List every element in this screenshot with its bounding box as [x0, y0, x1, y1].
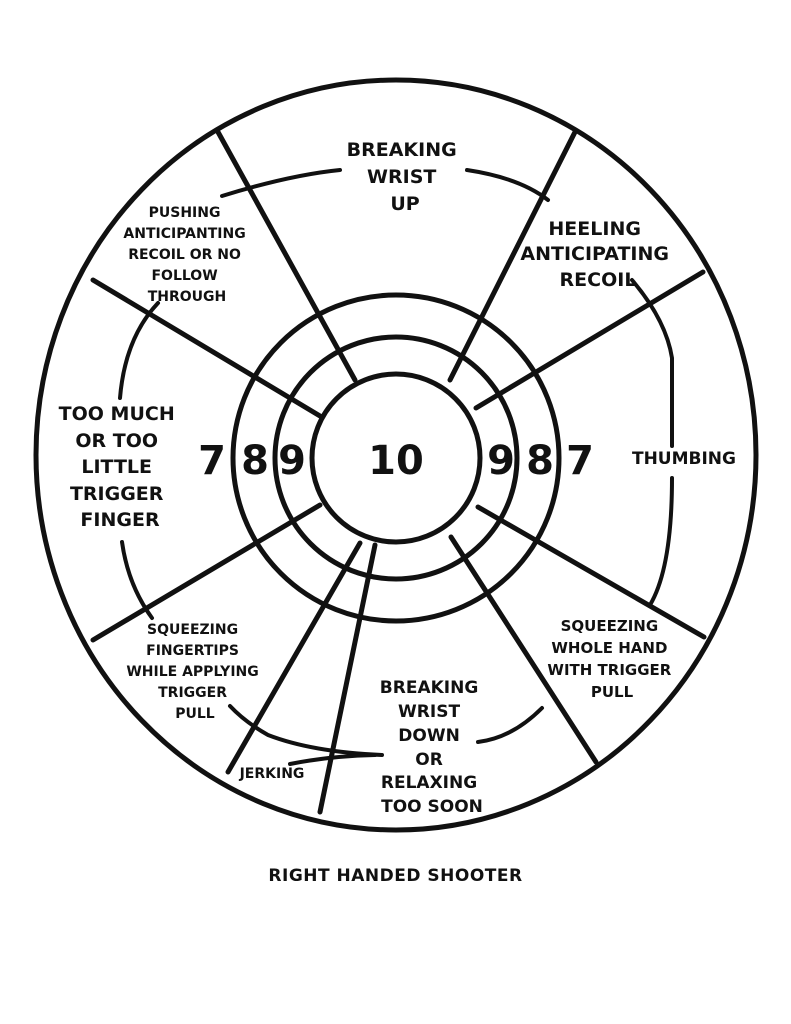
sector-label-squeezing-fingertips: SQUEEZING FINGERTIPS WHILE APPLYING TRIG…	[126, 622, 263, 722]
ring-number-right-7: 7	[566, 438, 594, 484]
outer-ring	[33, 77, 759, 833]
sector-label-trigger-finger: TOO MUCH OR TOO LITTLE TRIGGER FINGER	[59, 403, 182, 531]
ring-number-left-7: 7	[198, 438, 226, 484]
sector-divider-4	[475, 504, 707, 640]
connector-arc-7	[120, 540, 154, 620]
connector-arc-6	[228, 704, 384, 757]
sector-divider-5	[448, 534, 599, 765]
ring-number-right-8: 8	[526, 438, 554, 484]
ring-number-center-10: 10	[368, 438, 424, 484]
sector-divider-6	[317, 542, 378, 815]
sector-divider-3	[473, 269, 706, 411]
ring-8	[272, 334, 520, 582]
connector-arc-8	[118, 301, 160, 400]
connector-arc-2	[465, 168, 550, 202]
ring-7	[230, 292, 562, 624]
sector-label-breaking-wrist-up: BREAKING WRIST UP	[347, 139, 464, 215]
sector-divider-9	[90, 277, 323, 419]
ring-number-left-9: 9	[278, 438, 306, 484]
sector-label-squeezing-whole-hand: SQUEEZING WHOLE HAND WITH TRIGGER PULL	[547, 617, 676, 701]
sector-label-thumbing: THUMBING	[632, 449, 736, 469]
sector-label-pushing: PUSHING ANTICIPANTING RECOIL OR NO FOLLO…	[123, 205, 250, 305]
ring-number-right-9: 9	[487, 438, 515, 484]
sector-label-heeling: HEELING ANTICIPATING RECOIL	[520, 218, 675, 291]
sector-divider-1	[215, 129, 358, 383]
sector-label-breaking-wrist-down: BREAKING WRIST DOWN OR RELAXING TOO SOON	[380, 678, 484, 817]
connector-arc-1	[220, 168, 342, 198]
connector-arc-5	[476, 706, 544, 744]
sector-divider-7	[225, 540, 363, 775]
sector-divider-2	[447, 129, 578, 383]
chart-caption: RIGHT HANDED SHOOTER	[268, 866, 523, 886]
sector-divider-8	[90, 502, 323, 643]
sector-label-jerking: JERKING	[239, 766, 305, 782]
connector-arc-4	[648, 476, 674, 607]
connector-arc-9	[288, 753, 377, 766]
ring-number-left-8: 8	[241, 438, 269, 484]
connector-arc-3	[630, 278, 674, 448]
ring-9	[309, 371, 483, 545]
